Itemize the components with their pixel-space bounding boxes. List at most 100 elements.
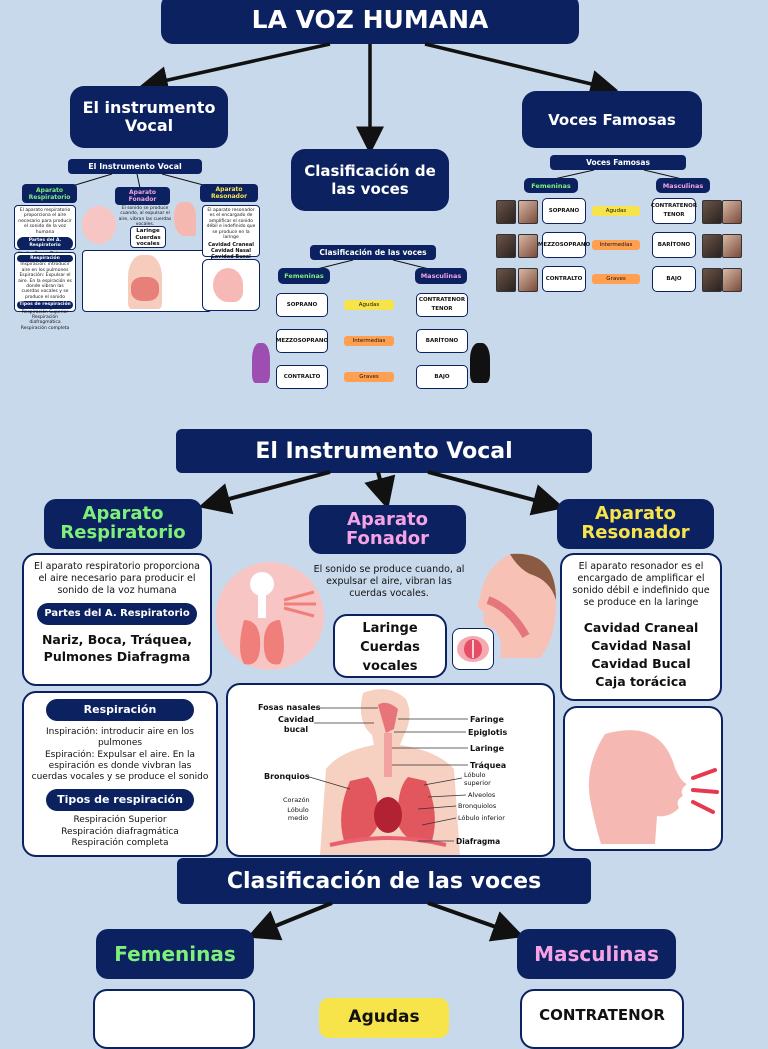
thumb-fam-fem: Femeninas	[524, 178, 578, 193]
thumb-fam-arrows	[553, 169, 683, 180]
thumb-clas-row-left: SOPRANO	[276, 293, 328, 317]
label-lobulo-inf: Lóbulo inferior	[458, 814, 505, 822]
thumb-clas-singer-right-icon	[470, 343, 490, 383]
resp-intro: El aparato respiratorio proporciona el a…	[33, 561, 201, 596]
partes-pill: Partes del A. Respiratorio	[37, 602, 197, 625]
thumb-fam-fem-text: Femeninas	[531, 181, 571, 190]
agudas-pill-text: Agudas	[348, 1007, 420, 1027]
branch-famosas[interactable]: Voces Famosas	[522, 91, 702, 148]
respiracion-title: Respiración	[83, 703, 157, 716]
thumb-clas-row-left: CONTRALTO	[276, 365, 328, 389]
instrumento-title: El Instrumento Vocal	[176, 429, 592, 473]
label-bronquiolos: Bronquiolos	[458, 802, 497, 810]
res-item-nasal: Cavidad Nasal	[591, 637, 691, 653]
thumb-clasificacion: Clasificación de las voces Femeninas Mas…	[252, 243, 498, 389]
label-epiglotis: Epiglotis	[468, 728, 508, 737]
thumb-fam-title-text: Voces Famosas	[586, 158, 650, 167]
thumb-fam-singer-photo	[702, 234, 722, 258]
thumb-res-heading: Aparato Resonador	[200, 184, 258, 202]
resp-heading: Aparato Respiratorio	[44, 499, 202, 549]
thumb-res-text: El aparato resonador es el encargado de …	[206, 208, 256, 240]
partes-title: Partes del A. Respiratorio	[44, 607, 190, 619]
thumb-respiracion-card: Respiración Inspiración: introducir aire…	[14, 252, 76, 331]
thumb-clas-row-right: CONTRATENOR TENOR	[416, 293, 468, 317]
label-alveolos: Alveolos	[468, 791, 496, 799]
thumb-fam-singer-photo	[722, 234, 742, 258]
thumb-fam-singer-photo	[518, 200, 538, 224]
thumb-clas-row-pill: Agudas	[344, 300, 394, 310]
tipos-pill: Tipos de respiración	[46, 789, 194, 812]
label-fosas: Fosas nasales	[258, 703, 321, 712]
fon-text: El sonido se produce cuando, al expulsar…	[313, 564, 465, 599]
thumb-fon-list: Laringe Cuerdas vocales	[130, 226, 166, 248]
thumb-instrumento: El Instrumento Vocal Aparato Respiratori…	[12, 158, 262, 331]
speaking-head-icon	[588, 730, 719, 844]
thumb-res-image	[202, 259, 260, 311]
fon-heading: Aparato Fonador	[309, 505, 466, 554]
vocal-cords-icon	[452, 628, 494, 670]
label-lobulo-sup: Lóbulo superior	[464, 771, 491, 787]
thumb-clas-row-right: BARÍTONO	[416, 329, 468, 353]
thumb-resp-heading-text: Aparato Respiratorio	[28, 186, 71, 201]
partes-list: Nariz, Boca, Tráquea, Pulmones Diafragma	[41, 631, 193, 665]
lungs-icon	[216, 562, 324, 670]
thumb-clas-masc: Masculinas	[415, 268, 467, 284]
thumb-fam-singer-photo	[496, 200, 516, 224]
thumb-fam-row-pill: Graves	[592, 274, 640, 284]
thumb-resp-text: El aparato respiratorio proporciona el a…	[18, 208, 72, 235]
thumb-res-card: El aparato resonador es el encargado de …	[202, 205, 260, 266]
vocal-cords-svg	[457, 636, 489, 662]
speaking-head-card	[563, 706, 723, 851]
thumb-fam-masc-text: Masculinas	[662, 181, 704, 190]
thumb-clas-row-pill: Intermedias	[344, 336, 394, 346]
fon-parts-card: Laringe Cuerdas vocales	[333, 614, 447, 678]
fon-part-laringe: Laringe	[362, 621, 418, 636]
thumb-partes-pill: Partes del A. Respiratorio	[17, 236, 73, 250]
label-diafragma: Diafragma	[456, 837, 501, 846]
thumb-fam-row-right: BARÍTONO	[652, 232, 696, 258]
masculinas-heading: Masculinas	[517, 929, 676, 979]
fon-part-vocales: vocales	[362, 658, 418, 674]
thumb-fam-singer-photo	[702, 200, 722, 224]
thumb-fam-title: Voces Famosas	[550, 155, 686, 170]
thumb-clas-fem: Femeninas	[278, 268, 330, 284]
anatomy-card: Fosas nasales Cavidad bucal Bronquios Co…	[226, 683, 555, 857]
thumb-anatomy	[82, 250, 212, 312]
resp-card: El aparato respiratorio proporciona el a…	[22, 553, 212, 686]
thumb-fam-singer-photo	[722, 200, 742, 224]
instrumento-title-text: El Instrumento Vocal	[255, 438, 513, 464]
res-text: El aparato resonador es el encargado de …	[572, 561, 710, 608]
res-heading: Aparato Resonador	[557, 499, 714, 549]
thumb-clas-singer-left-icon	[252, 343, 270, 383]
agudas-pill: Agudas	[319, 998, 449, 1038]
respiracion-pill: Respiración	[46, 699, 194, 721]
label-corazon: Corazón	[283, 796, 310, 804]
branch-instrumento[interactable]: El instrumento Vocal	[70, 86, 228, 148]
thumb-fam-row-right: BAJO	[652, 266, 696, 292]
thumb-speaking-head-icon	[213, 268, 243, 302]
res-heading-text: Aparato Resonador	[581, 503, 690, 543]
thumb-fam-masc: Masculinas	[656, 178, 710, 193]
thumb-fam-row-left: MEZZOSOPRANO	[538, 232, 590, 258]
thumb-resp-card: El aparato respiratorio proporciona el a…	[14, 205, 76, 262]
thumb-fam-singer-photo	[496, 234, 516, 258]
thumb-clas-masc-text: Masculinas	[420, 272, 462, 280]
tipo-superior: Respiración Superior	[73, 815, 167, 826]
res-item-toracica: Caja torácica	[595, 673, 687, 689]
thumb-fam-row-right: CONTRATENOR TENOR	[651, 198, 697, 224]
thumb-resp-heading: Aparato Respiratorio	[22, 184, 77, 203]
instrumento-arrows	[198, 470, 565, 516]
contratenor-box: CONTRATENOR	[520, 989, 684, 1049]
branch-clasificacion[interactable]: Clasificación de las voces	[291, 149, 449, 211]
thumb-instrumento-arrows	[71, 173, 208, 189]
label-cavidad: Cavidad bucal	[278, 715, 315, 734]
thumb-res-heading-text: Aparato Resonador	[210, 186, 248, 200]
masculinas-heading-text: Masculinas	[534, 942, 659, 966]
fon-part-cuerdas: Cuerdas	[360, 639, 420, 655]
femeninas-heading-text: Femeninas	[114, 942, 236, 966]
label-bronquios-left: Bronquios	[264, 772, 310, 781]
thumb-lungs-icon	[82, 206, 116, 244]
thumb-anatomy-lungs	[131, 277, 159, 301]
tipo-diafragmatica: Respiración diafragmática	[61, 826, 179, 837]
thumb-fam-singer-photo	[722, 268, 742, 292]
